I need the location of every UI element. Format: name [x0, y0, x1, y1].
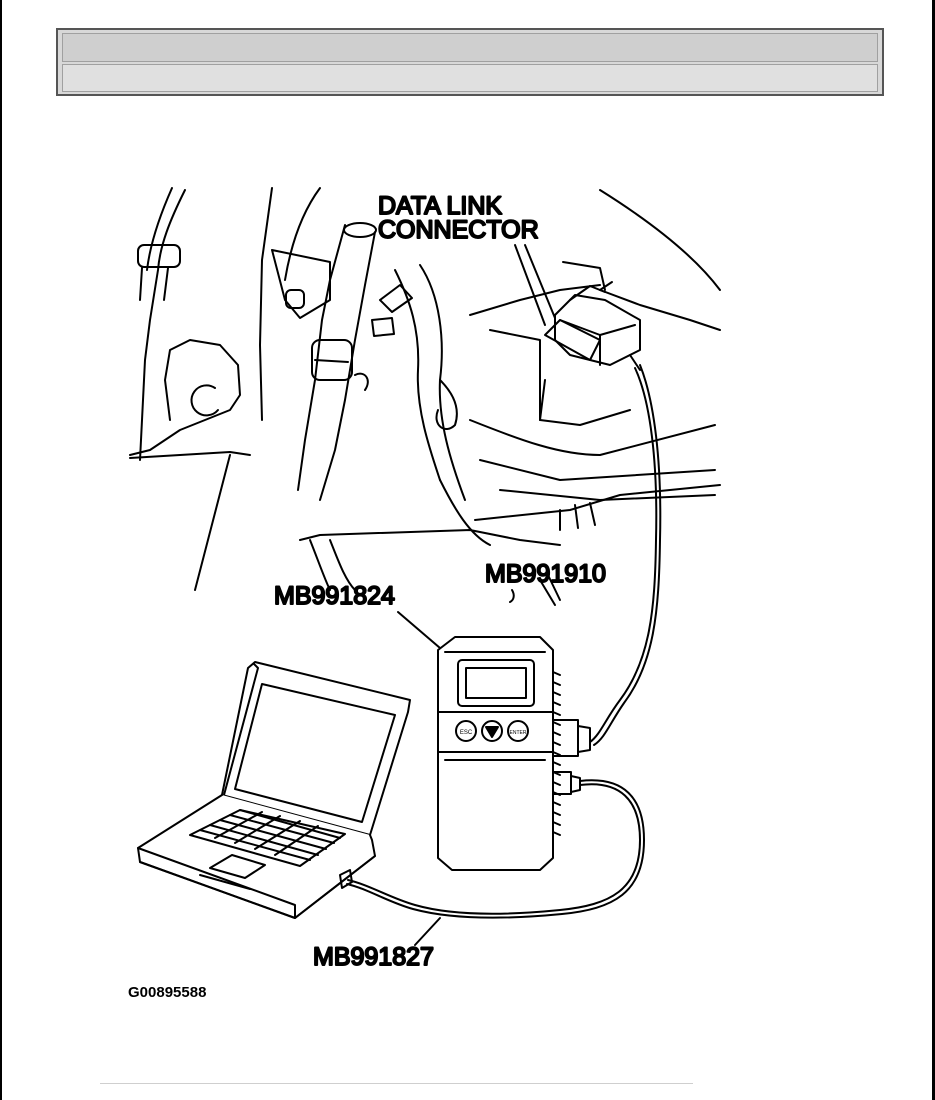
vci-unit-drawing: [397, 611, 591, 871]
data-link-connector-drawing: [514, 244, 641, 371]
dashboard-underside-drawing: [129, 187, 721, 606]
label-mb991910: MB991910: [485, 560, 606, 588]
header-title-bar: [62, 33, 878, 62]
vci-enter-button-label: ENTER: [510, 730, 527, 736]
main-harness-cable: [589, 364, 662, 746]
page-border-left: [0, 0, 2, 1100]
label-data-link-line2: CONNECTOR: [378, 216, 539, 244]
label-mb991824: MB991824: [274, 582, 395, 610]
header-subtitle-bar: [62, 64, 878, 92]
page-border-right: [932, 0, 935, 1100]
usb-cable-drawing: [346, 779, 645, 946]
label-data-link-line1: DATA LINK: [378, 192, 502, 220]
header-box: [56, 28, 884, 96]
laptop-drawing: [137, 661, 411, 919]
figure-id: G00895588: [128, 984, 207, 1001]
label-mb991827: MB991827: [313, 943, 434, 971]
footer-divider: [100, 1083, 693, 1084]
vci-esc-button-label: ESC: [460, 730, 473, 736]
